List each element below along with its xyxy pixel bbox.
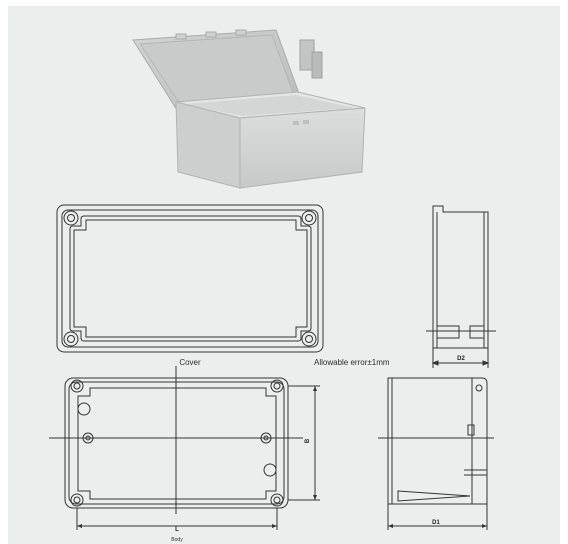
cover-side-drawing	[426, 205, 496, 368]
allowable-error-note: Allowable error±1mm	[314, 358, 390, 367]
body-label: Body	[171, 537, 183, 543]
body-drawing	[49, 366, 320, 530]
dim-l-label: L	[175, 527, 179, 533]
dim-d1-label: D1	[432, 520, 440, 526]
cover-drawing	[56, 204, 324, 353]
body-side-drawing	[378, 377, 494, 530]
dim-b-label: B	[305, 438, 311, 443]
dim-d2-label: D2	[457, 356, 465, 362]
enclosure-photo	[132, 29, 366, 189]
cover-label: Cover	[179, 358, 201, 367]
body-dimension-arrows	[77, 386, 317, 528]
side-dimension-arrows	[388, 524, 487, 528]
